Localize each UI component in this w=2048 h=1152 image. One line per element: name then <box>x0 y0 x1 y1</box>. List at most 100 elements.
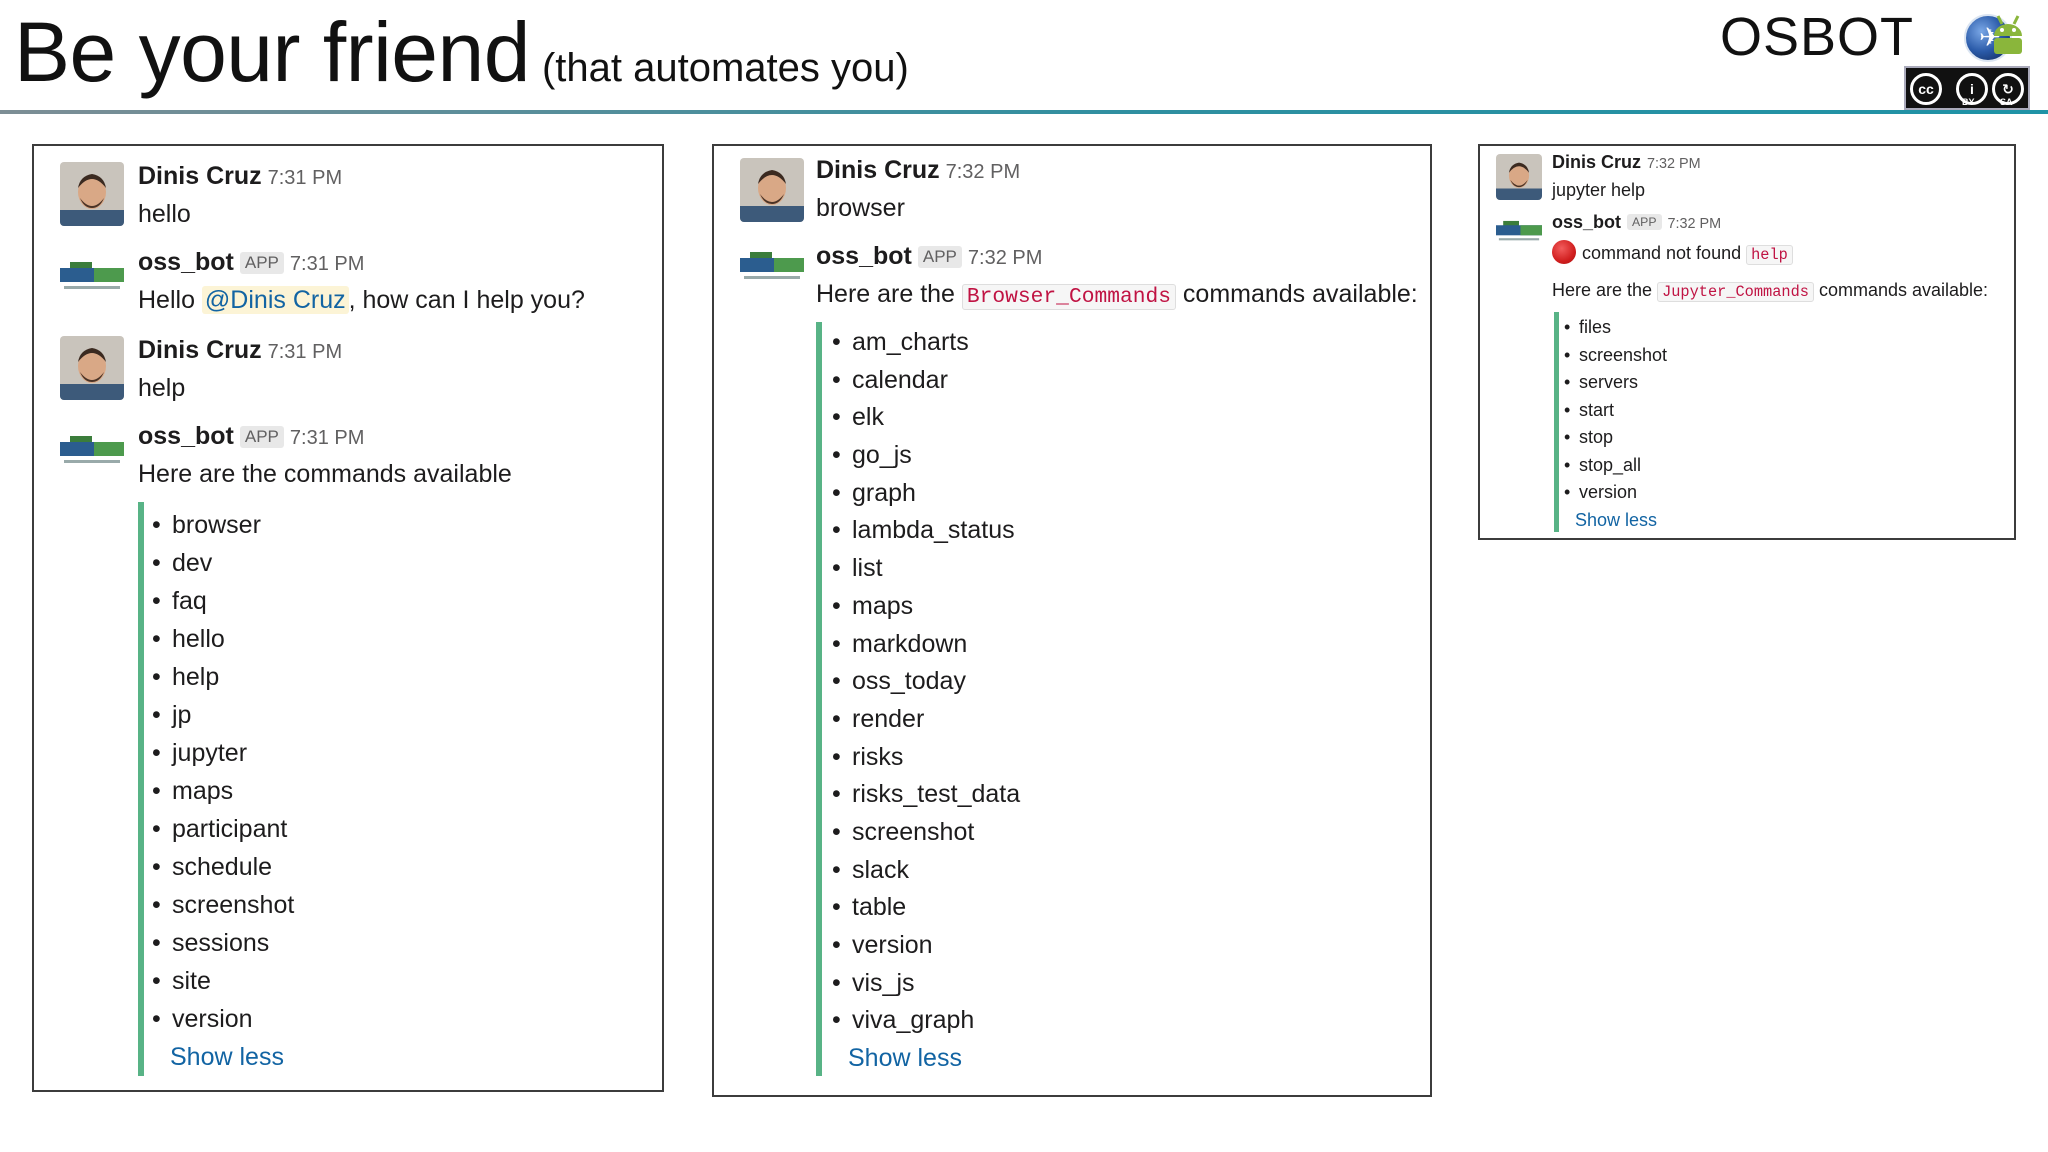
message-header: oss_bot APP 7:32 PM <box>1552 212 1721 233</box>
list-item: list <box>832 550 1020 588</box>
oss-summit-logo-icon <box>60 436 124 463</box>
avatar[interactable] <box>1496 154 1542 200</box>
cc-icon: cc <box>1910 73 1942 105</box>
bot-avatar[interactable] <box>60 430 124 470</box>
list-item: render <box>832 701 1020 739</box>
list-item: screenshot <box>152 886 294 924</box>
slide-subtitle: (that automates you) <box>541 46 909 90</box>
user-avatar-icon <box>60 336 124 400</box>
message-timestamp[interactable]: 7:31 PM <box>289 253 365 275</box>
license-by-label: BY <box>1962 97 1975 107</box>
sender-name[interactable]: Dinis Cruz <box>138 162 262 190</box>
sender-name[interactable]: oss_bot <box>1552 212 1622 232</box>
list-item: site <box>152 962 294 1000</box>
list-item: elk <box>832 399 1020 437</box>
message-text: jupyter help <box>1552 180 1646 200</box>
message-timestamp[interactable]: 7:32 PM <box>945 161 1021 183</box>
list-item: participant <box>152 810 294 848</box>
list-item: servers <box>1564 369 1667 397</box>
inline-code: help <box>1746 245 1793 265</box>
list-item: go_js <box>832 437 1020 475</box>
bot-avatar[interactable] <box>1496 216 1542 246</box>
list-item: table <box>832 889 1020 927</box>
brand-name: OSBOT <box>1720 7 1915 67</box>
list-item: risks_test_data <box>832 776 1020 814</box>
message-text: Here are the Browser_Commands commands a… <box>816 280 1418 310</box>
list-item: files <box>1564 314 1667 342</box>
oss-summit-logo-icon <box>740 252 804 279</box>
list-item: help <box>152 658 294 696</box>
list-item: viva_graph <box>832 1002 1020 1040</box>
list-item: sessions <box>152 924 294 962</box>
user-avatar-icon <box>60 162 124 226</box>
avatar[interactable] <box>60 162 124 226</box>
list-item: screenshot <box>1564 342 1667 370</box>
message-text-start: Here are the <box>816 280 962 308</box>
android-robot-icon <box>1994 15 2022 54</box>
oss-summit-logo-icon <box>1496 220 1542 241</box>
sender-name[interactable]: Dinis Cruz <box>1552 152 1642 172</box>
list-item: am_charts <box>832 324 1020 362</box>
list-item: start <box>1564 397 1667 425</box>
error-text: command not found <box>1582 243 1747 263</box>
message-text: Hello @Dinis Cruz, how can I help you? <box>138 286 585 315</box>
list-item: browser <box>152 506 294 544</box>
list-item: version <box>152 1000 294 1038</box>
show-less-link[interactable]: Show less <box>1575 509 1658 530</box>
command-list-attachment: am_charts calendar elk go_js graph lambd… <box>816 322 1020 1076</box>
list-item: graph <box>832 475 1020 513</box>
oss-summit-logo-icon <box>60 262 124 289</box>
message-text-end: , how can I help you? <box>348 286 585 314</box>
message-text-start: Here are the <box>1552 280 1658 300</box>
list-item: slack <box>832 852 1020 890</box>
message-text-end: commands available: <box>1813 280 1989 300</box>
user-mention[interactable]: @Dinis Cruz <box>201 286 349 314</box>
user-avatar-icon <box>740 158 804 222</box>
avatar[interactable] <box>60 336 124 400</box>
sender-name[interactable]: oss_bot <box>138 248 234 276</box>
list-item: jupyter <box>152 734 294 772</box>
license-sa-label: SA <box>2000 97 2013 107</box>
bot-avatar[interactable] <box>740 246 804 286</box>
list-item: maps <box>152 772 294 810</box>
share-alike-icon: ↻ <box>1992 73 2024 105</box>
user-avatar-icon <box>1496 154 1542 200</box>
command-list-attachment: files screenshot servers start stop stop… <box>1554 312 1667 532</box>
sender-name[interactable]: Dinis Cruz <box>816 156 940 184</box>
show-less-link[interactable]: Show less <box>848 1044 962 1073</box>
error-message: command not found help <box>1552 240 1793 265</box>
command-list-attachment: browser dev faq hello help jp jupyter ma… <box>138 502 294 1076</box>
slack-panel-jupyter: Dinis Cruz 7:32 PM jupyter help oss_bot AP… <box>1478 144 2016 540</box>
list-item: jp <box>152 696 294 734</box>
sender-name[interactable]: Dinis Cruz <box>138 336 262 364</box>
message-timestamp[interactable]: 7:31 PM <box>267 167 343 189</box>
sender-name[interactable]: oss_bot <box>138 422 234 450</box>
message-timestamp[interactable]: 7:32 PM <box>1667 216 1722 232</box>
bot-avatar[interactable] <box>60 256 124 296</box>
header-divider <box>0 110 2048 114</box>
avatar[interactable] <box>740 158 804 222</box>
list-item: version <box>832 927 1020 965</box>
message-timestamp[interactable]: 7:32 PM <box>1647 156 1701 172</box>
list-item: calendar <box>832 362 1020 400</box>
list-item: dev <box>152 544 294 582</box>
message-timestamp[interactable]: 7:32 PM <box>967 247 1043 269</box>
message-text: hello <box>138 200 191 228</box>
message-timestamp[interactable]: 7:31 PM <box>267 341 343 363</box>
message-text-start: Hello <box>138 286 202 314</box>
app-badge: APP <box>1627 214 1662 230</box>
app-badge: APP <box>239 426 284 448</box>
list-item: vis_js <box>832 965 1020 1003</box>
list-item: markdown <box>832 626 1020 664</box>
show-less-link[interactable]: Show less <box>170 1043 284 1071</box>
sender-name[interactable]: oss_bot <box>816 242 912 270</box>
message-text: Here are the Jupyter_Commands commands a… <box>1552 280 1989 302</box>
message-timestamp[interactable]: 7:31 PM <box>289 427 365 449</box>
